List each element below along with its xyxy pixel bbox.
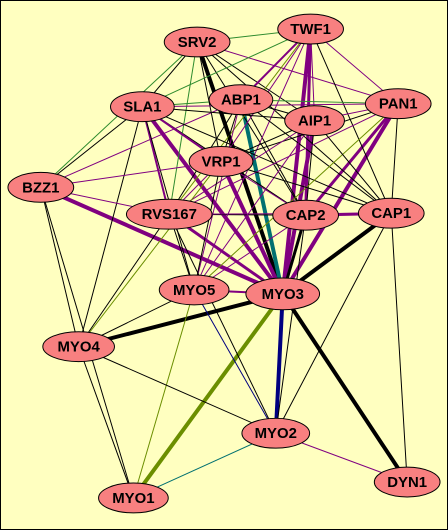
node-abp1[interactable]: ABP1 (208, 84, 274, 116)
edge-sla1-rvs167 (141, 105, 171, 216)
edge-aip1-cap1 (314, 120, 392, 214)
edge-cap2-myo2 (275, 214, 307, 434)
edge-rvs167-myo4 (78, 213, 170, 348)
edge-myo5-myo1 (132, 289, 195, 499)
edge-cap2-abp1 (240, 99, 307, 216)
node-dyn1[interactable]: DYN1 (373, 466, 441, 498)
edge-abp1-cap1 (240, 99, 392, 214)
node-label: CAP2 (286, 207, 326, 224)
node-cap1[interactable]: CAP1 (357, 197, 425, 229)
node-label: VRP1 (202, 153, 241, 170)
edge-pan1-cap1 (390, 103, 399, 214)
node-ellipse[interactable] (272, 199, 339, 231)
node-ellipse[interactable] (98, 482, 169, 514)
edge-myo3-bzz1 (38, 185, 285, 296)
node-pan1[interactable]: PAN1 (364, 88, 432, 120)
edge-cap1-dyn1 (390, 212, 408, 483)
node-bzz1[interactable]: BZZ1 (7, 171, 75, 203)
node-myo5[interactable]: MYO5 (158, 274, 230, 306)
edge-sla1-cap1 (141, 106, 392, 214)
node-aip1[interactable]: AIP1 (284, 105, 345, 137)
node-label: MYO2 (255, 425, 297, 442)
node-label: SLA1 (123, 99, 161, 116)
node-ellipse[interactable] (357, 197, 425, 229)
node-myo3[interactable]: MYO3 (245, 277, 321, 311)
edge-vrp1-myo4 (78, 160, 222, 348)
node-srv2[interactable]: SRV2 (163, 26, 231, 58)
node-label: BZZ1 (22, 179, 59, 196)
edge-myo3-myo2 (273, 291, 285, 436)
edge-rvs167-myo2 (168, 213, 277, 434)
node-label: MYO5 (173, 282, 215, 299)
edge-myo3-myo4 (76, 291, 285, 349)
edge-srv2-aip1 (196, 41, 316, 122)
node-label: CAP1 (371, 205, 411, 222)
edge-bzz1-myo4 (40, 186, 80, 348)
node-rvs167[interactable]: RVS167 (125, 198, 213, 230)
edge-aip1-myo5 (193, 120, 316, 291)
edge-abp1-myo5 (193, 99, 242, 291)
node-sla1[interactable]: SLA1 (110, 91, 175, 123)
edge-myo3-abp1 (238, 97, 285, 296)
node-ellipse[interactable] (241, 417, 311, 449)
node-label: MYO3 (262, 286, 304, 303)
edge-cap1-myo2 (275, 212, 392, 434)
node-twf1[interactable]: TWF1 (277, 13, 344, 45)
edge-vrp1-cap1 (220, 160, 392, 214)
node-ellipse[interactable] (163, 26, 231, 58)
edge-twf1-cap1 (310, 28, 392, 214)
node-ellipse[interactable] (188, 146, 254, 177)
node-myo1[interactable]: MYO1 (98, 482, 169, 514)
edge-sla1-bzz1 (40, 106, 143, 188)
node-ellipse[interactable] (158, 274, 230, 306)
edge-srv2-rvs167 (168, 41, 198, 215)
node-label: ABP1 (221, 92, 261, 109)
node-ellipse[interactable] (110, 91, 175, 123)
edge-myo3-vrp1 (219, 159, 285, 296)
node-ellipse[interactable] (277, 13, 344, 45)
node-ellipse[interactable] (245, 277, 321, 311)
edge-myo4-myo2 (78, 346, 277, 434)
edge-twf1-sla1 (141, 28, 312, 108)
node-ellipse[interactable] (208, 84, 274, 116)
node-label: MYO1 (112, 490, 154, 507)
node-ellipse[interactable] (125, 198, 213, 230)
node-label: DYN1 (387, 474, 427, 491)
edge-myo3-twf1 (280, 27, 313, 296)
edge-myo3-dyn1 (280, 291, 410, 485)
node-label: SRV2 (178, 34, 217, 51)
node-myo4[interactable]: MYO4 (42, 331, 115, 363)
node-cap2[interactable]: CAP2 (272, 199, 339, 231)
edge-myo3-myo1 (131, 291, 285, 500)
node-ellipse[interactable] (373, 466, 441, 498)
edge-myo4-myo1 (78, 346, 134, 499)
node-label: PAN1 (379, 96, 418, 113)
edge-cap2-aip1 (305, 120, 316, 216)
edge-sla1-myo4 (78, 106, 143, 348)
edge-abp1-bzz1 (40, 99, 242, 188)
edge-twf1-rvs167 (168, 28, 312, 215)
node-ellipse[interactable] (364, 88, 432, 120)
node-label: TWF1 (290, 21, 331, 38)
edge-myo3-pan1 (280, 101, 401, 296)
node-ellipse[interactable] (284, 105, 345, 137)
edge-pan1-myo5 (193, 103, 399, 291)
node-label: RVS167 (142, 206, 197, 223)
edge-pan1-rvs167 (168, 103, 399, 215)
node-vrp1[interactable]: VRP1 (188, 146, 254, 177)
edge-myo5-myo2 (193, 289, 277, 434)
edge-cap2-srv2 (196, 41, 307, 216)
edge-vrp1-myo5 (193, 160, 222, 291)
node-ellipse[interactable] (42, 331, 115, 363)
node-ellipse[interactable] (7, 171, 75, 203)
edge-sla1-myo5 (141, 106, 195, 291)
node-myo2[interactable]: MYO2 (241, 417, 311, 449)
edge-srv2-pan1 (196, 41, 399, 105)
node-label: AIP1 (298, 113, 331, 130)
edge-cap2-pan1 (304, 102, 400, 217)
node-label: MYO4 (58, 339, 101, 356)
